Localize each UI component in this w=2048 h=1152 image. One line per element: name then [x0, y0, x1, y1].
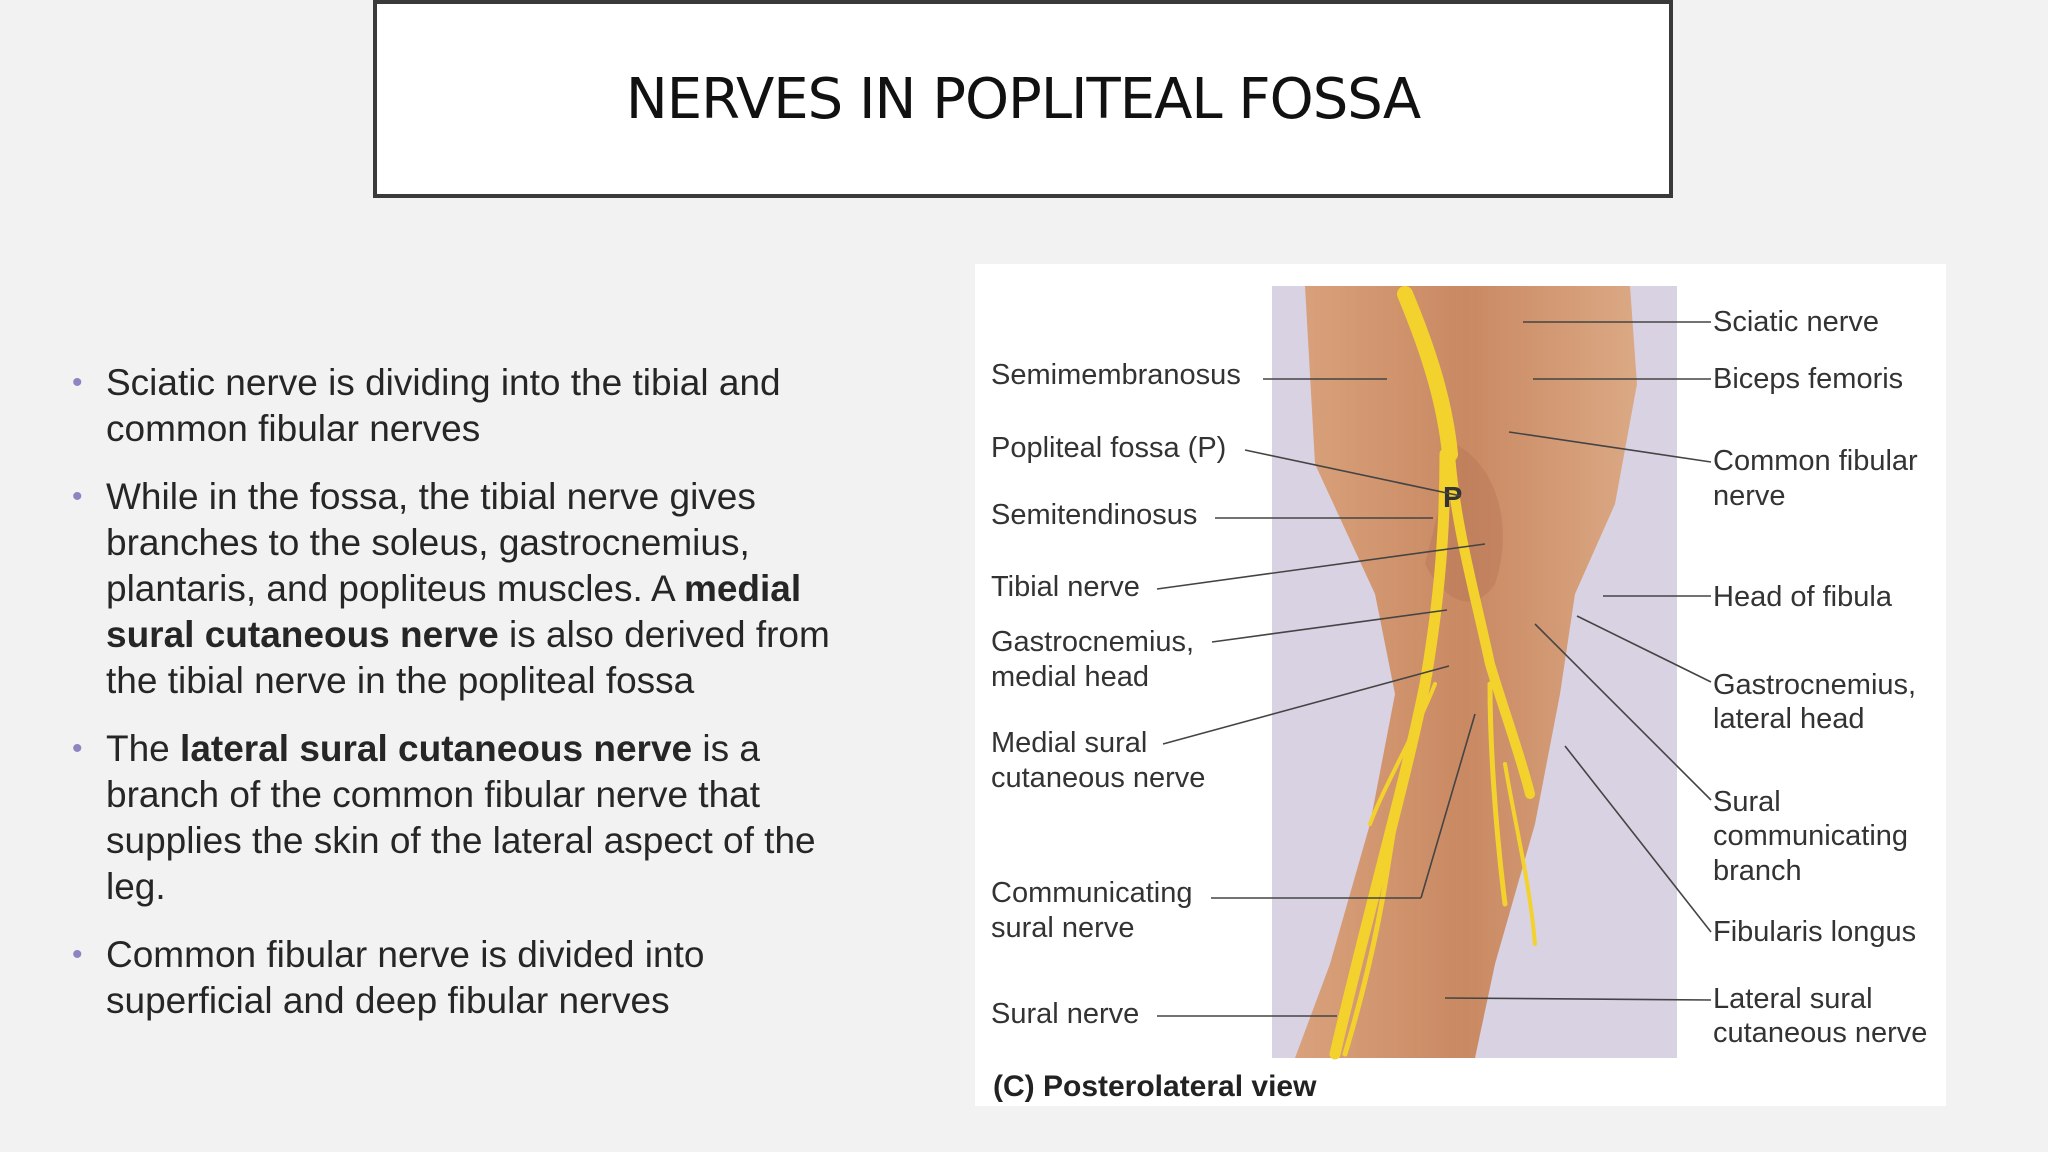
bullet-item: • The lateral sural cutaneous nerve is a…	[72, 726, 872, 910]
bullet-item: • Sciatic nerve is dividing into the tib…	[72, 360, 872, 452]
leader-line	[1156, 543, 1486, 590]
leader-line	[1564, 745, 1712, 933]
leader-line	[1444, 997, 1712, 1001]
label-common-fibular-line1: Common fibular	[1713, 445, 1918, 477]
label-sural-communicating-line1: Sural	[1713, 786, 1781, 818]
sural-communicating-path	[1487, 681, 1508, 907]
bullet-text: Sciatic nerve is dividing into the tibia…	[106, 362, 781, 449]
leader-line	[1244, 449, 1462, 497]
bullet-list: • Sciatic nerve is dividing into the tib…	[72, 360, 872, 1046]
bullet-text: Common fibular nerve is divided into sup…	[106, 934, 705, 1021]
anatomy-figure: P Semimembranosus Popliteal fossa (P)	[975, 264, 1946, 1106]
bullet-bold-term: lateral sural cutaneous nerve	[180, 728, 693, 769]
anatomy-illustration: P Semimembranosus Popliteal fossa (P)	[991, 286, 1927, 1103]
label-popliteal-fossa: Popliteal fossa (P)	[991, 432, 1226, 464]
bullet-text: The	[106, 728, 181, 769]
bullet-text: is a branch of the common fibular nerve …	[106, 728, 816, 907]
label-lateral-sural-line1: Lateral sural	[1713, 983, 1873, 1015]
leader-line	[1420, 713, 1476, 899]
label-tibial-nerve: Tibial nerve	[991, 571, 1140, 603]
leader-lines	[1156, 321, 1712, 1017]
nerve-paths	[1329, 286, 1537, 1060]
label-communicating-sural-line1: Communicating	[991, 877, 1192, 909]
sciatic-nerve-path	[1397, 286, 1458, 462]
lateral-sural-path	[1503, 762, 1537, 946]
title-box: NERVES IN POPLITEAL FOSSA	[373, 0, 1673, 198]
label-medial-sural-line1: Medial sural	[991, 727, 1147, 759]
label-gastrocnemius-medial-line2: medial head	[991, 661, 1149, 693]
label-sural-communicating-line3: branch	[1713, 855, 1802, 887]
label-communicating-sural-line2: sural nerve	[991, 912, 1134, 944]
bullet-bold-term: medial sural cutaneous nerve	[106, 568, 802, 655]
bullet-text: is also derived from the tibial nerve in…	[106, 614, 830, 701]
p-marker: P	[1443, 482, 1462, 514]
label-medial-sural-line2: cutaneous nerve	[991, 762, 1205, 794]
label-semitendinosus: Semitendinosus	[991, 499, 1197, 531]
label-sural-communicating-line2: communicating	[1713, 820, 1908, 852]
common-fibular-nerve-path	[1445, 449, 1535, 799]
bullet-item: • Common fibular nerve is divided into s…	[72, 932, 872, 1024]
leader-line	[1162, 665, 1450, 745]
label-gastrocnemius-medial-line1: Gastrocnemius,	[991, 626, 1194, 658]
label-sural-nerve: Sural nerve	[991, 998, 1139, 1030]
label-gastrocnemius-lateral-line2: lateral head	[1713, 703, 1865, 735]
bullet-dot-icon: •	[72, 480, 83, 513]
bullet-dot-icon: •	[72, 938, 83, 971]
label-gastrocnemius-lateral-line1: Gastrocnemius,	[1713, 669, 1916, 701]
branch-path	[1368, 682, 1437, 826]
label-head-of-fibula: Head of fibula	[1713, 581, 1893, 613]
right-labels: Sciatic nerve Biceps femoris Common fibu…	[1713, 306, 1927, 1049]
leader-line	[1576, 615, 1712, 683]
leader-line	[1508, 431, 1712, 463]
label-semimembranosus: Semimembranosus	[991, 359, 1241, 391]
bullet-dot-icon: •	[72, 366, 83, 399]
slide-title: NERVES IN POPLITEAL FOSSA	[625, 66, 1421, 132]
bullet-dot-icon: •	[72, 732, 83, 765]
label-lateral-sural-line2: cutaneous nerve	[1713, 1017, 1927, 1049]
bullet-item: • While in the fossa, the tibial nerve g…	[72, 474, 872, 704]
label-biceps-femoris: Biceps femoris	[1713, 363, 1903, 395]
figure-caption: (C) Posterolateral view	[993, 1070, 1317, 1103]
bullet-text: While in the fossa, the tibial nerve giv…	[106, 476, 756, 609]
left-labels: Semimembranosus Popliteal fossa (P) Semi…	[991, 359, 1241, 1030]
label-fibularis-longus: Fibularis longus	[1713, 916, 1916, 948]
leader-line	[1534, 623, 1712, 801]
label-sciatic-nerve: Sciatic nerve	[1713, 306, 1879, 338]
leader-line	[1211, 609, 1448, 643]
label-common-fibular-line2: nerve	[1713, 480, 1786, 512]
